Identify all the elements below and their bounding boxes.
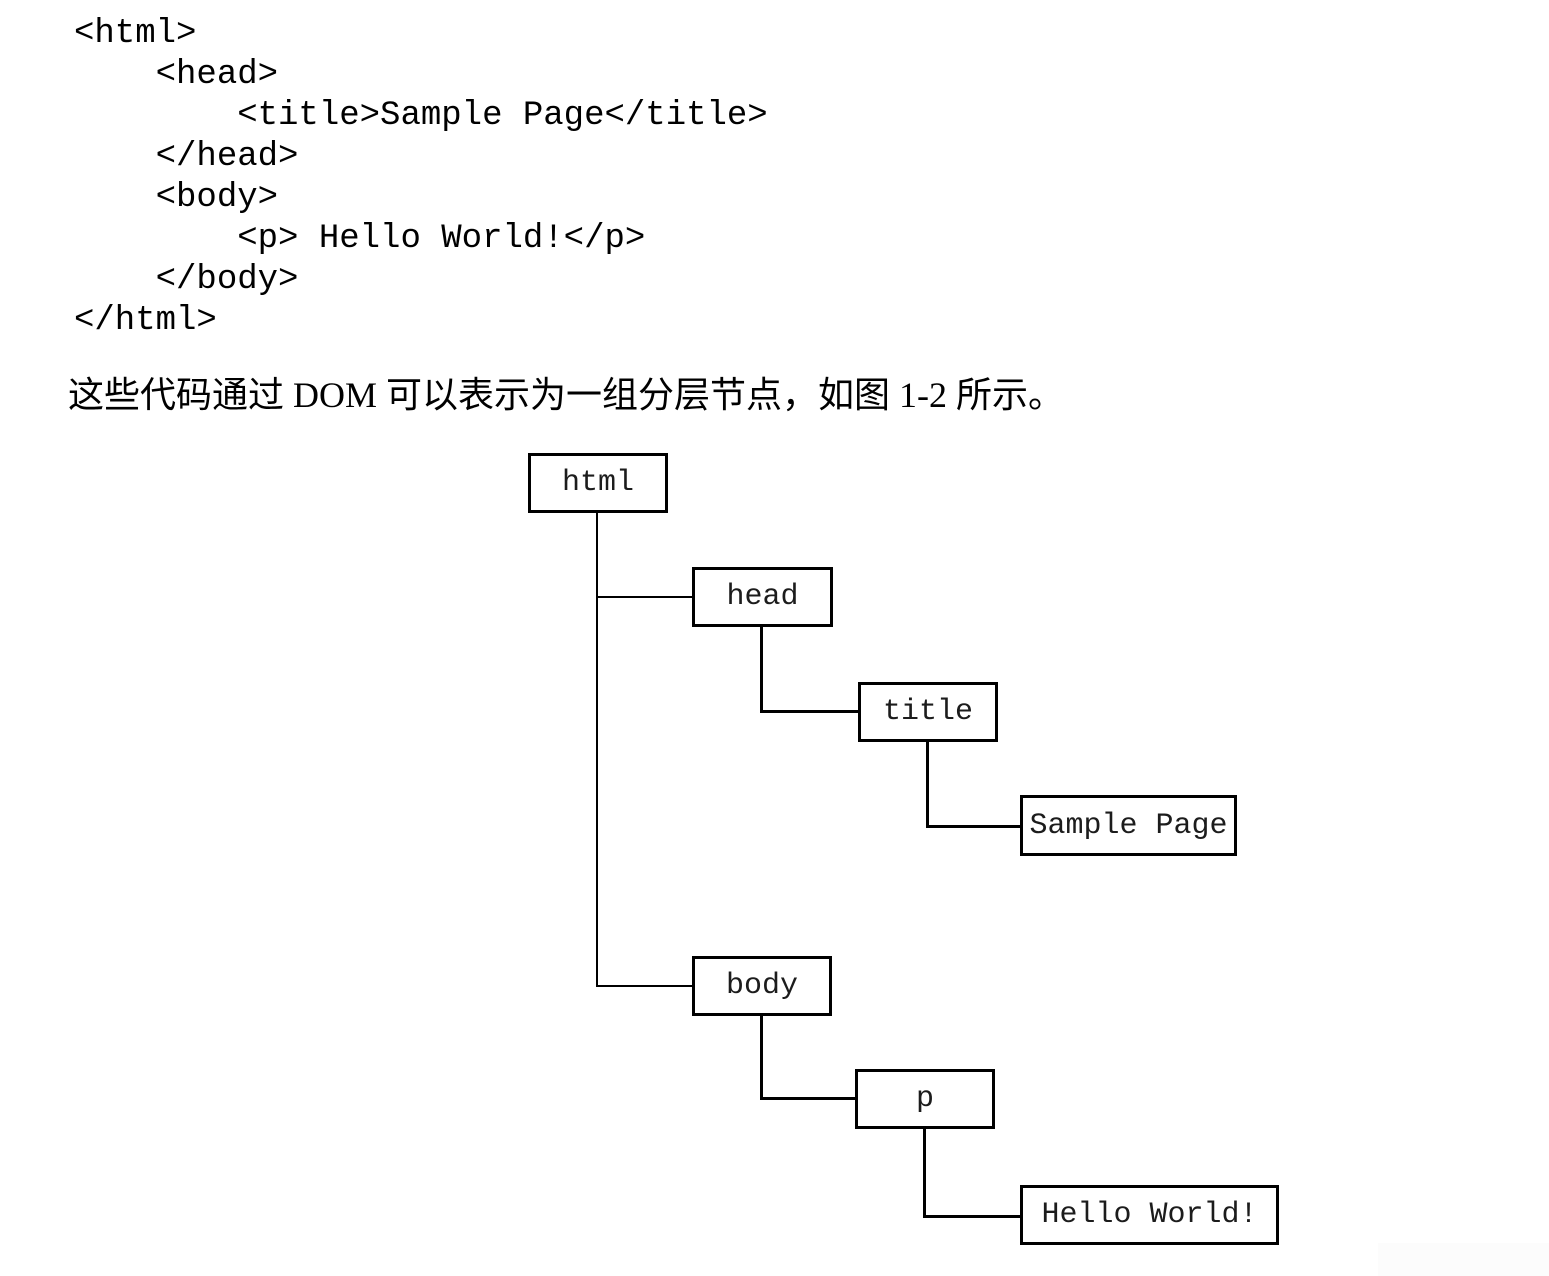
tree-node-hello-world: Hello World!: [1020, 1185, 1279, 1245]
code-line: <p> Hello World!</p>: [74, 220, 646, 258]
tree-node-head: head: [692, 567, 833, 627]
code-line: </html>: [74, 302, 217, 340]
tree-node-body: body: [692, 956, 832, 1016]
tree-node-title: title: [858, 682, 998, 742]
code-line: <body>: [74, 179, 279, 217]
tree-node-sample-page: Sample Page: [1020, 795, 1237, 856]
scan-artifact-box: [1378, 1243, 1549, 1276]
code-line: </body>: [74, 261, 299, 299]
tree-node-html: html: [528, 453, 668, 513]
edge-head-title-vertical: [760, 627, 763, 713]
caption-text: 这些代码通过 DOM 可以表示为一组分层节点，如图 1-2 所示。: [68, 375, 1064, 415]
edge-title-sample-horizontal: [926, 825, 1020, 828]
code-line: </head>: [74, 138, 299, 176]
code-block: <html> <head> <title>Sample Page</title>…: [74, 14, 768, 342]
edge-html-trunk-vertical: [596, 513, 598, 987]
edge-body-p-horizontal: [760, 1097, 855, 1100]
code-line: <title>Sample Page</title>: [74, 97, 768, 135]
edge-body-p-vertical: [760, 1016, 763, 1100]
edge-head-title-horizontal: [760, 710, 858, 713]
edge-p-hello-horizontal: [923, 1215, 1020, 1218]
edge-p-hello-vertical: [923, 1129, 926, 1218]
edge-title-sample-vertical: [926, 742, 929, 828]
edge-html-head-horizontal: [596, 596, 692, 598]
code-line: <html>: [74, 15, 197, 53]
edge-html-body-horizontal: [596, 985, 692, 987]
tree-node-p: p: [855, 1069, 995, 1129]
code-line: <head>: [74, 56, 279, 94]
